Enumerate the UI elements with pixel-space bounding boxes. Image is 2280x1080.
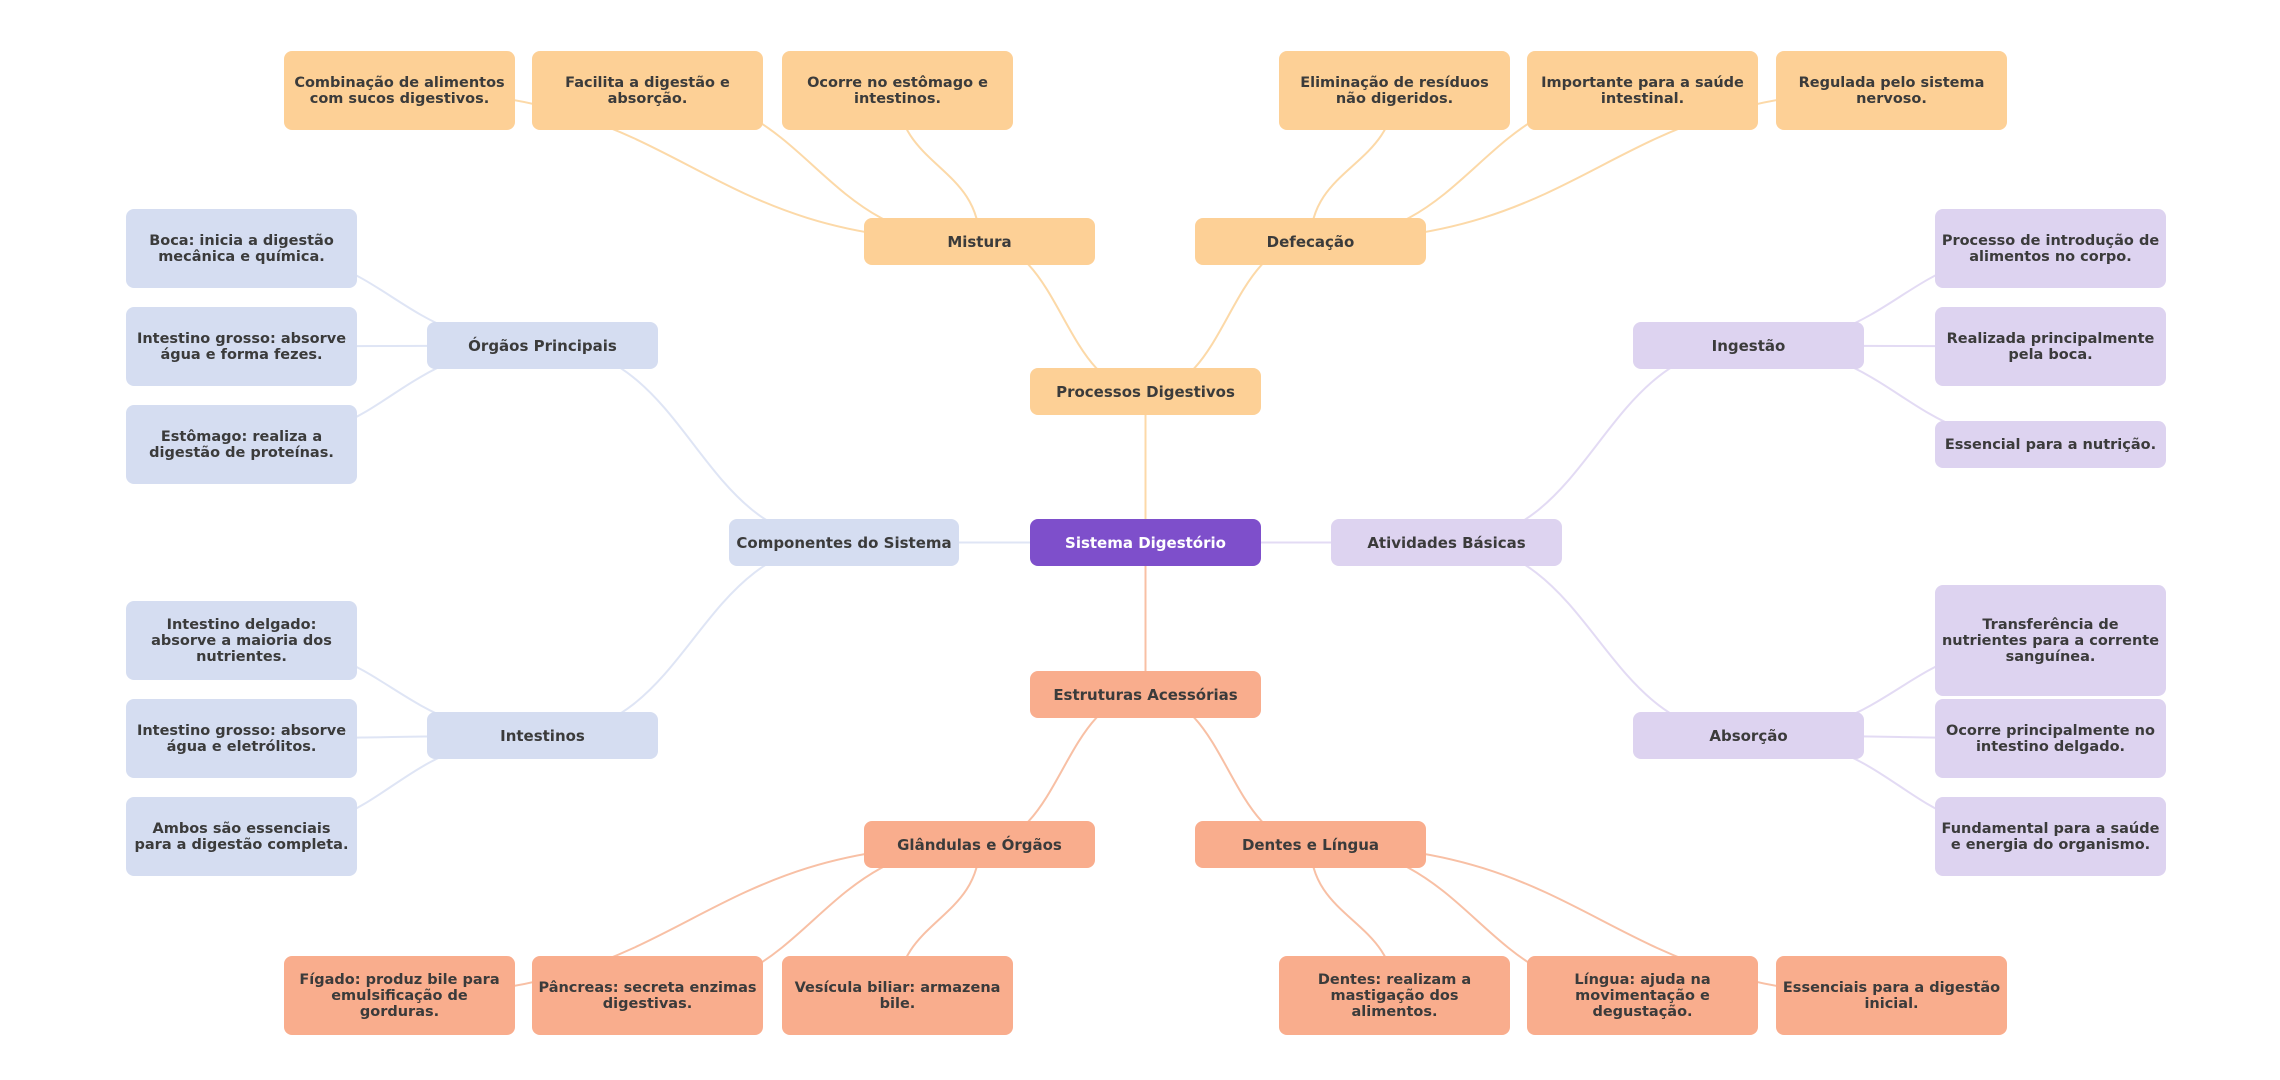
leaf-node[interactable]: Essenciais para a digestão inicial. [1776, 956, 2007, 1035]
leaf-node[interactable]: Boca: inicia a digestão mecânica e quími… [126, 209, 357, 288]
leaf-node[interactable]: Realizada principalmente pela boca. [1935, 307, 2166, 386]
leaf-node[interactable]: Língua: ajuda na movimentação e degustaç… [1527, 956, 1758, 1035]
leaf-node[interactable]: Facilita a digestão e absorção. [532, 51, 763, 130]
subbranch-ingestao[interactable]: Ingestão [1633, 322, 1864, 369]
branch-componentes-do-sistema[interactable]: Componentes do Sistema [729, 519, 959, 566]
leaf-node[interactable]: Fígado: produz bile para emulsificação d… [284, 956, 515, 1035]
leaf-node[interactable]: Combinação de alimentos com sucos digest… [284, 51, 515, 130]
connector-atividades-absorcao [1446, 541, 1749, 737]
branch-processos-digestivos[interactable]: Processos Digestivos [1030, 368, 1261, 415]
leaf-node[interactable]: Intestino grosso: absorve água e forma f… [126, 307, 357, 386]
leaf-node[interactable]: Transferência de nutrientes para a corre… [1935, 585, 2166, 696]
subbranch-orgaos-principais[interactable]: Órgãos Principais [427, 322, 658, 369]
branch-estruturas-acessorias[interactable]: Estruturas Acessórias [1030, 671, 1261, 718]
subbranch-absorcao[interactable]: Absorção [1633, 712, 1864, 759]
subbranch-intestinos[interactable]: Intestinos [427, 712, 658, 759]
root-node[interactable]: Sistema Digestório [1030, 519, 1261, 566]
connector-atividades-ingestao [1446, 344, 1749, 544]
branch-atividades-basicas[interactable]: Atividades Básicas [1331, 519, 1562, 566]
leaf-node[interactable]: Estômago: realiza a digestão de proteína… [126, 405, 357, 484]
leaf-node[interactable]: Dentes: realizam a mastigação dos alimen… [1279, 956, 1510, 1035]
leaf-node[interactable]: Ocorre no estômago e intestinos. [782, 51, 1013, 130]
subbranch-defecacao[interactable]: Defecação [1195, 218, 1426, 265]
subbranch-mistura[interactable]: Mistura [864, 218, 1095, 265]
leaf-node[interactable]: Eliminação de resíduos não digeridos. [1279, 51, 1510, 130]
leaf-node[interactable]: Pâncreas: secreta enzimas digestivas. [532, 956, 763, 1035]
leaf-node[interactable]: Regulada pelo sistema nervoso. [1776, 51, 2007, 130]
leaf-node[interactable]: Intestino grosso: absorve água e eletról… [126, 699, 357, 778]
leaf-node[interactable]: Importante para a saúde intestinal. [1527, 51, 1758, 130]
leaf-node[interactable]: Intestino delgado: absorve a maioria dos… [126, 601, 357, 680]
subbranch-glandulas-e-orgaos[interactable]: Glândulas e Órgãos [864, 821, 1095, 868]
leaf-node[interactable]: Processo de introdução de alimentos no c… [1935, 209, 2166, 288]
subbranch-dentes-e-lingua[interactable]: Dentes e Língua [1195, 821, 1426, 868]
leaf-node[interactable]: Fundamental para a saúde e energia do or… [1935, 797, 2166, 876]
connector-componentes-intestinos [542, 541, 845, 737]
leaf-node[interactable]: Ambos são essenciais para a digestão com… [126, 797, 357, 876]
connector-componentes-orgaos [542, 344, 845, 544]
leaf-node[interactable]: Ocorre principalmente no intestino delga… [1935, 699, 2166, 778]
leaf-node[interactable]: Essencial para a nutrição. [1935, 421, 2166, 468]
leaf-node[interactable]: Vesícula biliar: armazena bile. [782, 956, 1013, 1035]
